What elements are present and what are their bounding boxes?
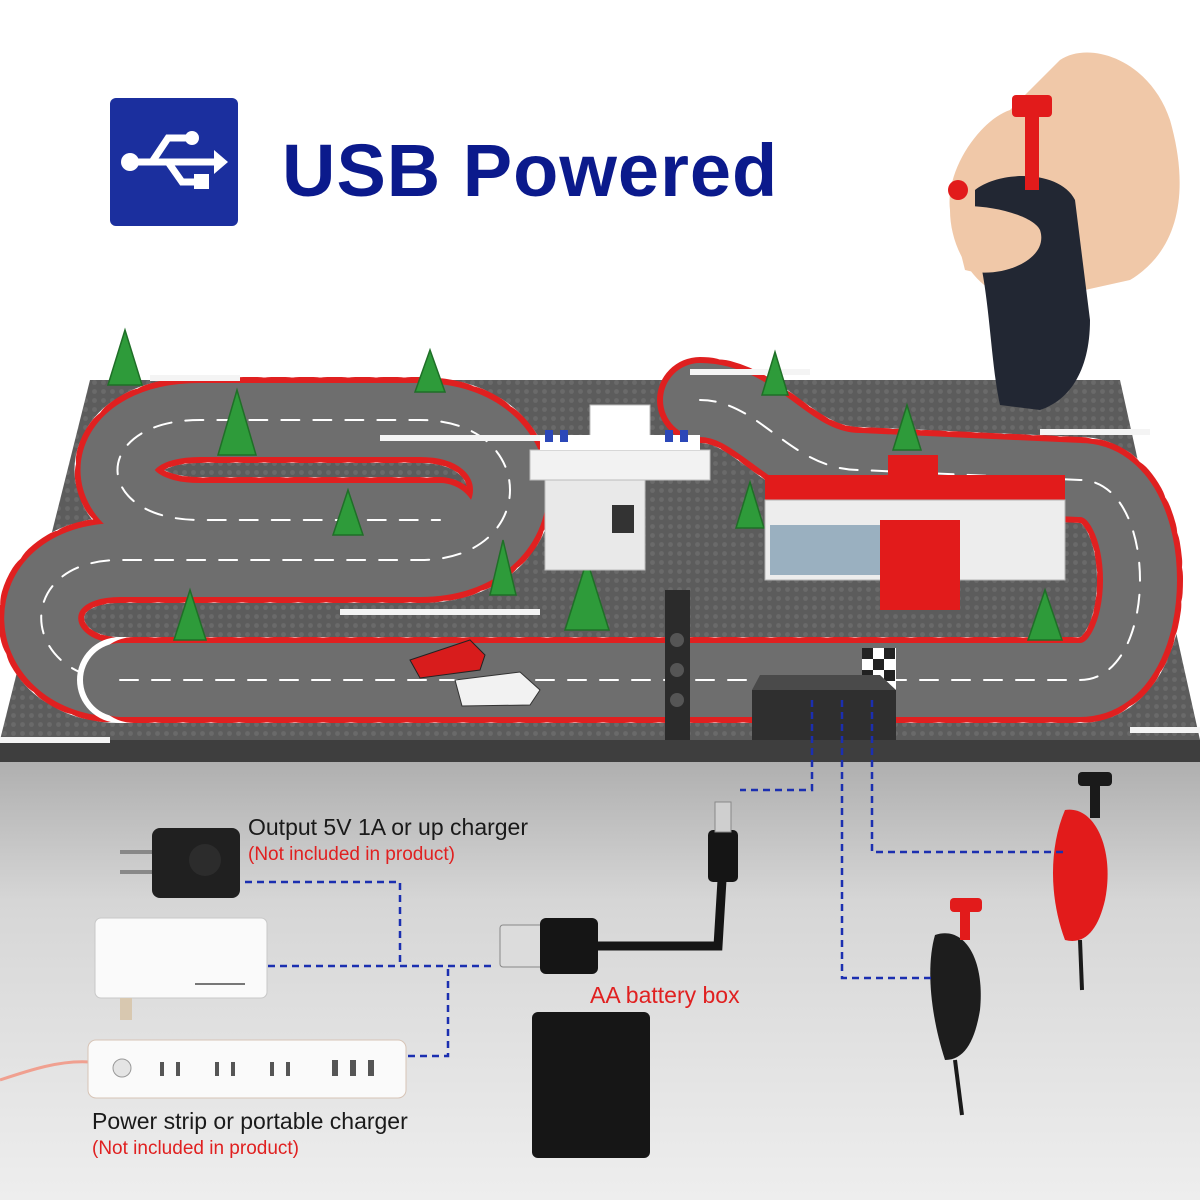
black-controller: [930, 898, 982, 1116]
hand-holding-controller: [948, 52, 1180, 410]
race-cars: [409, 639, 541, 707]
battery-box: [532, 1012, 650, 1158]
usb-icon: [121, 131, 228, 189]
usb-badge: [110, 98, 238, 226]
charger-label: Output 5V 1A or up charger: [248, 814, 529, 840]
power-strip: [0, 1039, 407, 1099]
wall-charger: [120, 828, 240, 898]
light-gantry: [665, 590, 690, 740]
control-tower-building: [529, 404, 711, 571]
trees: [106, 327, 1064, 641]
headline-title: USB Powered: [282, 129, 779, 212]
usb-cable: [499, 801, 738, 974]
race-track: [0, 357, 1183, 723]
power-strip-note: (Not included in product): [92, 1138, 299, 1159]
charger-note: (Not included in product): [248, 844, 455, 865]
red-controller: [1052, 772, 1112, 991]
track-power-box: [752, 675, 896, 740]
power-bank: [94, 917, 268, 1020]
pit-garage: [764, 455, 1066, 610]
connection-lines: [245, 700, 1066, 1058]
power-strip-label: Power strip or portable charger: [92, 1108, 408, 1134]
battery-box-label: AA battery box: [590, 982, 740, 1008]
fences: [0, 369, 1200, 743]
